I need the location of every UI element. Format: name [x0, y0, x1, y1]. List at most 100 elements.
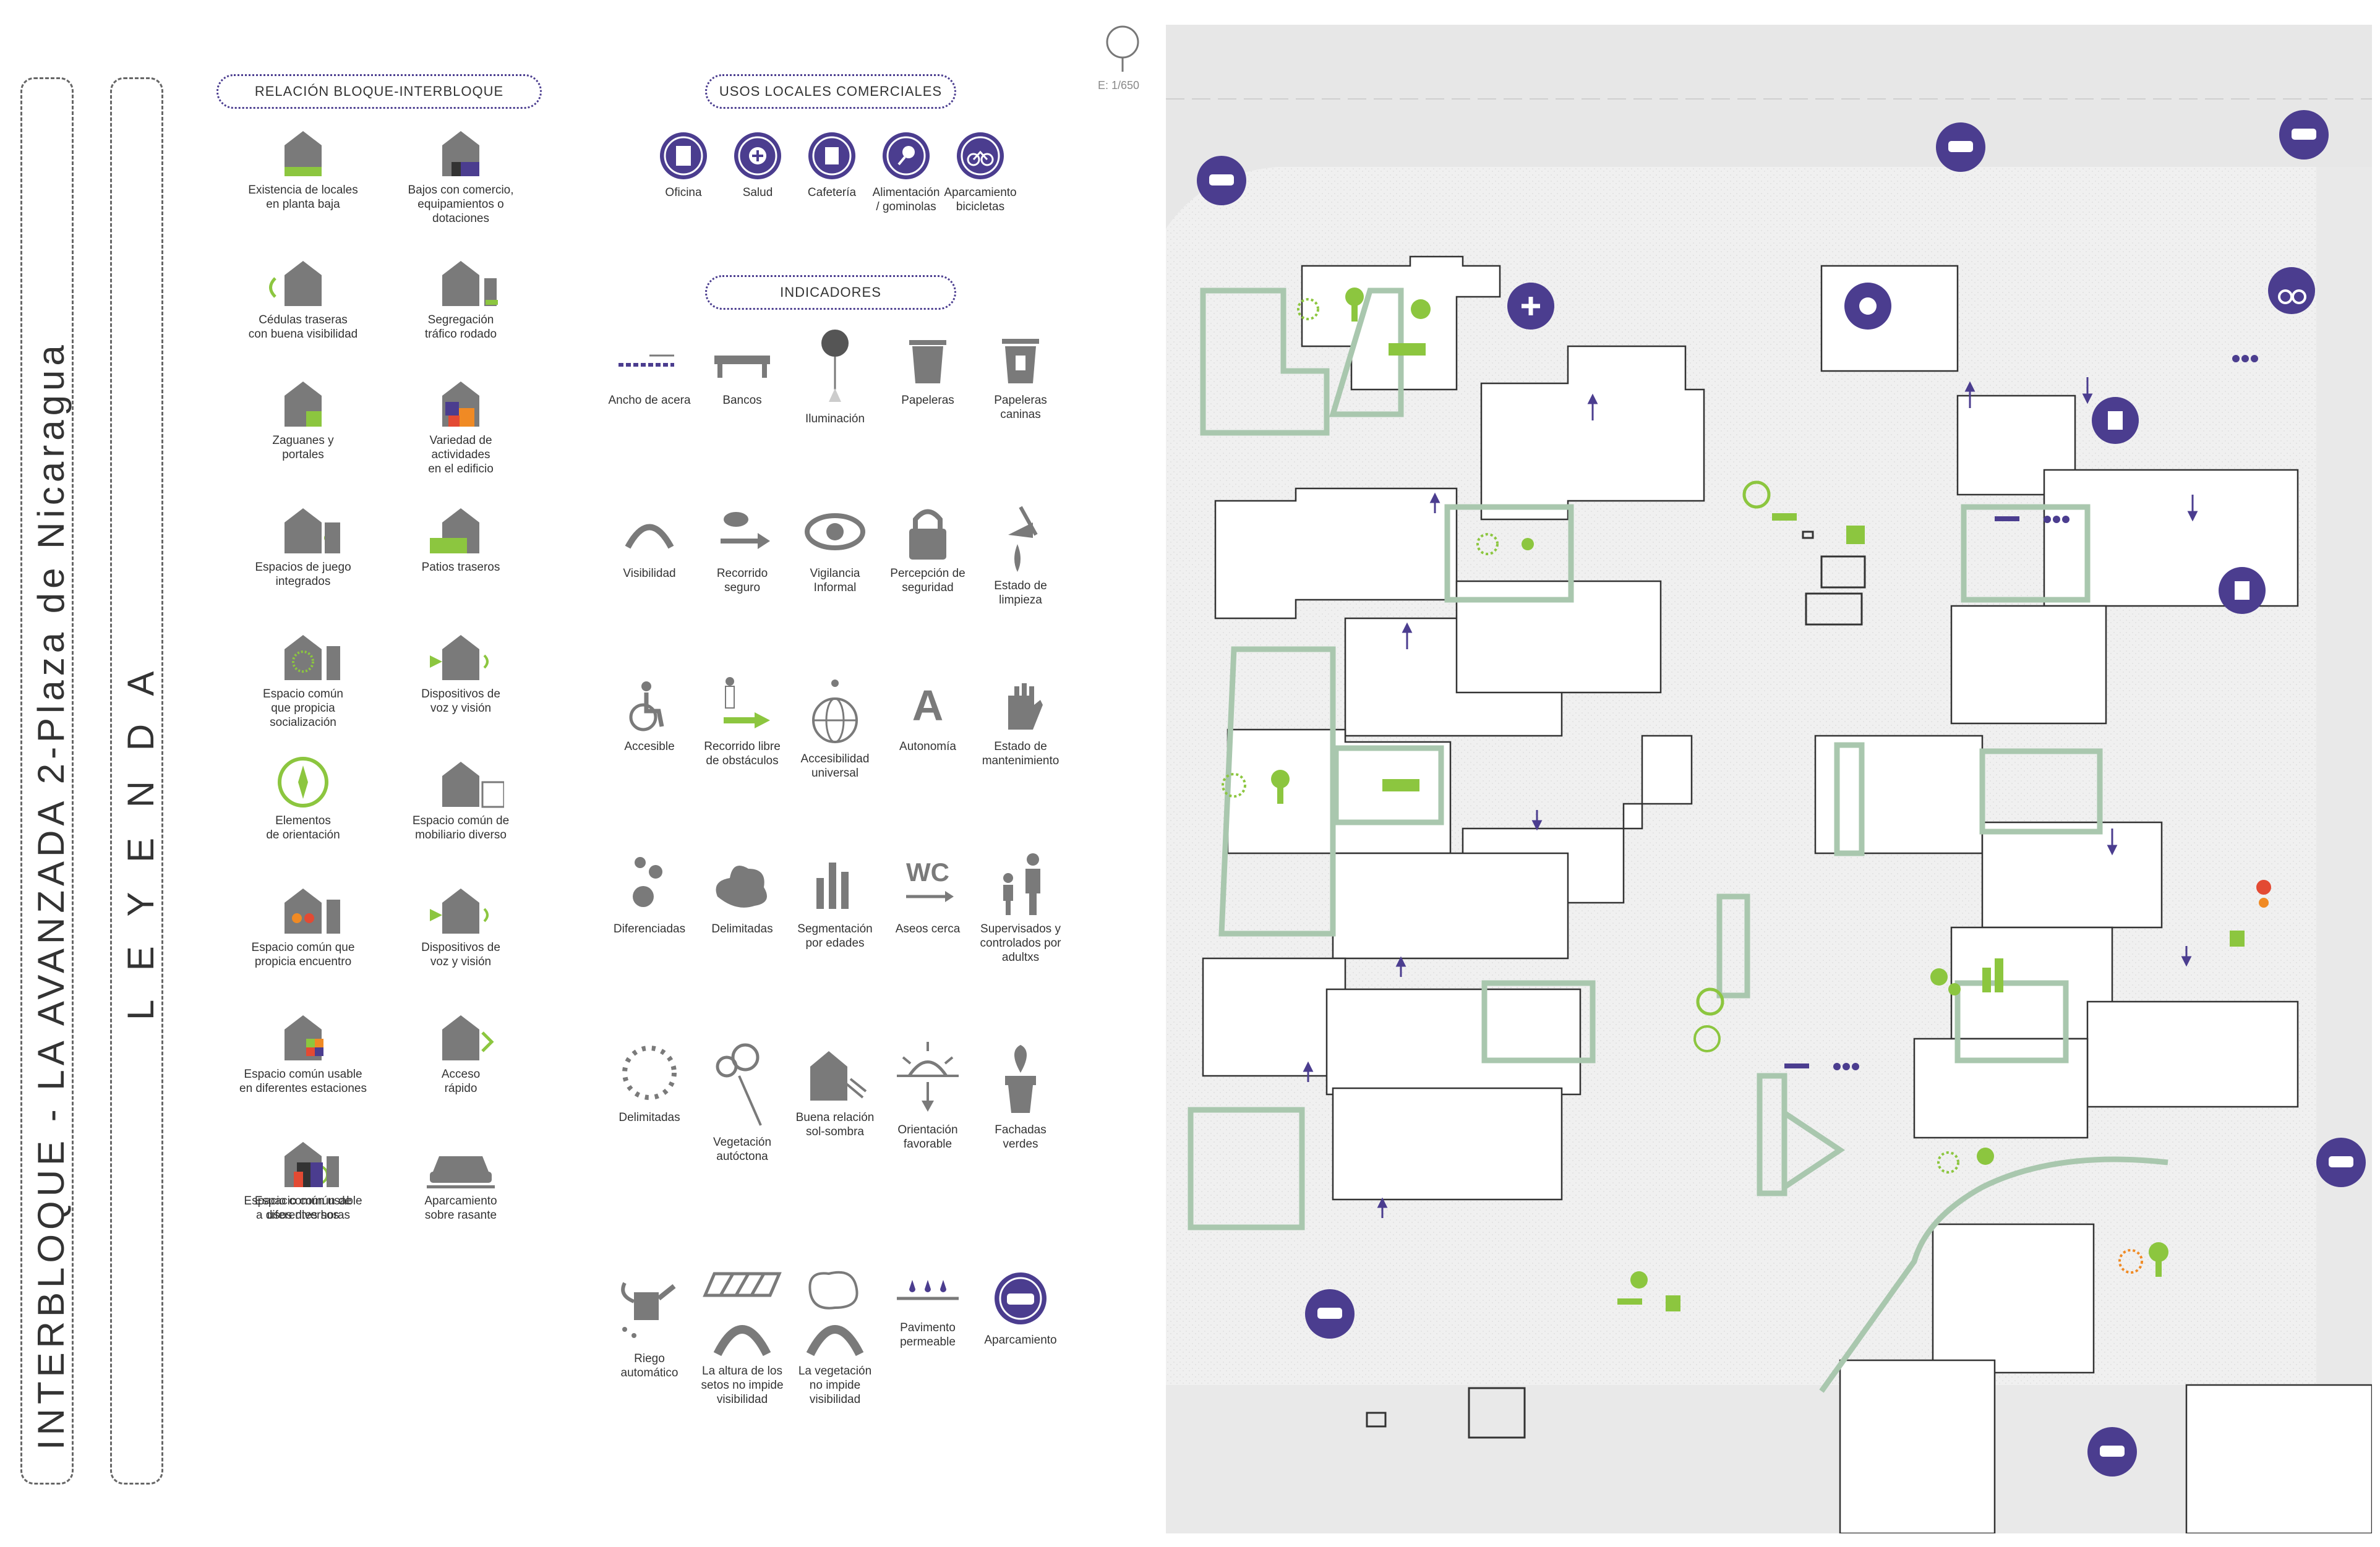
- eye-legend-item: Vigilancia Informal: [789, 501, 881, 595]
- legend-label: Estado de limpieza: [994, 579, 1047, 607]
- house-backyard-legend-item: Patios traseros: [383, 501, 538, 574]
- legend-label: Orientación favorable: [897, 1123, 958, 1151]
- free-path-legend-item: Recorrido libre de obstáculos: [696, 674, 789, 768]
- cafe-icon: [792, 130, 872, 182]
- letter-a-icon: A: [881, 674, 974, 736]
- legend-label: La altura de los setos no impide visibil…: [701, 1365, 784, 1406]
- bicycle-legend-item: Aparcamiento bicicletas: [940, 130, 1021, 214]
- legend-label: Percepción de seguridad: [890, 567, 965, 594]
- legend-label: Oficina: [665, 186, 702, 199]
- wc-legend-item: WC Aseos cerca: [881, 850, 974, 936]
- bars-icon: [789, 850, 881, 918]
- legend-label: La vegetación no impide visibilidad: [798, 1365, 872, 1406]
- car-parking-icon: [383, 1135, 538, 1190]
- sidewalk-width-icon: [603, 328, 696, 390]
- house-furniture-icon: [383, 754, 538, 810]
- permeable-pavement-legend-item: Pavimento permeable: [881, 1268, 974, 1349]
- free-path-icon: [696, 674, 789, 736]
- legend-label: Aparcamiento sobre rasante: [424, 1195, 497, 1222]
- car-parking-legend-item: Aparcamiento sobre rasante: [383, 1135, 538, 1222]
- house-uses-icon: [226, 1135, 380, 1190]
- lamp-legend-item: Iluminación: [789, 328, 881, 426]
- legend-label: Aparcamiento: [984, 1334, 1057, 1347]
- legend-label: Pavimento permeable: [900, 1321, 956, 1349]
- office-icon: [643, 130, 724, 182]
- house-uses-legend-item: Espacio común de usos diversos: [226, 1135, 380, 1222]
- house-access-legend-item: Acceso rápido: [383, 1008, 538, 1096]
- cafe-legend-item: Cafetería: [792, 130, 872, 200]
- svg-text:WC: WC: [906, 858, 949, 887]
- legend-label: Recorrido libre de obstáculos: [704, 740, 781, 767]
- vegetation-visibility-icon: [789, 1268, 881, 1360]
- bars-legend-item: Segmentación por edades: [789, 850, 881, 950]
- legend-label: Existencia de locales en planta baja: [248, 184, 358, 211]
- section-indicadores: INDICADORES: [705, 275, 956, 310]
- legend-label: Dispositivos de voz y visión: [421, 941, 500, 968]
- visibility-icon: [603, 501, 696, 563]
- sun-orientation-icon: [881, 1039, 974, 1119]
- dotted-circle-icon: [603, 1039, 696, 1107]
- house-voice-legend-item: Dispositivos de voz y visión: [383, 881, 538, 969]
- plant-native-icon: [696, 1039, 789, 1131]
- bench-icon: [696, 328, 789, 390]
- parking-car-icon: [974, 1268, 1067, 1329]
- house-play-legend-item: Espacios de juego integrados: [226, 501, 380, 589]
- family-icon: [974, 850, 1067, 918]
- house-traffic-icon: [383, 254, 538, 309]
- legend-label: Accesible: [624, 740, 675, 753]
- house-voice-legend-item: Dispositivos de voz y visión: [383, 628, 538, 715]
- house-green-base-legend-item: Existencia de locales en planta baja: [226, 124, 380, 211]
- hand-legend-item: Estado de mantenimiento: [974, 674, 1067, 768]
- house-visibility-legend-item: Cédulas traseras con buena visibilidad: [226, 254, 380, 341]
- house-visibility-icon: [226, 254, 380, 309]
- legend-label: Variedad de actividades en el edificio: [428, 434, 494, 475]
- legend-label: Aparcamiento bicicletas: [944, 186, 1017, 213]
- legend-label: Bancos: [722, 394, 762, 407]
- wheelchair-legend-item: Accesible: [603, 674, 696, 754]
- house-meeting-icon: [226, 881, 380, 937]
- legend-label: Acceso rápido: [441, 1068, 481, 1095]
- compass-legend-item: Elementos de orientación: [226, 754, 380, 842]
- legend-label: Supervisados y controlados por adultxs: [980, 923, 1061, 964]
- legend-label: Vegetación autóctona: [713, 1136, 772, 1163]
- vegetation-visibility-legend-item: La vegetación no impide visibilidad: [789, 1268, 881, 1407]
- legend-label: Espacio común que propicia socialización: [263, 688, 343, 729]
- safe-route-icon: [696, 501, 789, 563]
- dog-bin-legend-item: Papeleras caninas: [974, 328, 1067, 422]
- house-social-legend-item: Espacio común que propicia socialización: [226, 628, 380, 730]
- legend-label: Visibilidad: [623, 567, 676, 580]
- legend-label: Autonomía: [899, 740, 956, 753]
- project-title: INTERBLOQUE - LA AVANZADA 2-Plaza de Nic…: [30, 341, 72, 1450]
- house-furniture-legend-item: Espacio común de mobiliario diverso: [383, 754, 538, 842]
- bin-legend-item: Papeleras: [881, 328, 974, 407]
- legend-label: Segregación tráfico rodado: [424, 313, 497, 341]
- dots-icon: [603, 850, 696, 918]
- hand-icon: [974, 674, 1067, 736]
- legend-label: Aseos cerca: [895, 923, 961, 935]
- watering-can-icon: [603, 1268, 696, 1348]
- house-portal-legend-item: Zaguanes y portales: [226, 374, 380, 462]
- legend-label: Espacio común usable en diferentes estac…: [239, 1068, 367, 1095]
- health-legend-item: Salud: [717, 130, 798, 200]
- sun-orientation-legend-item: Orientación favorable: [881, 1039, 974, 1151]
- lamp-icon: [789, 328, 881, 408]
- legend-label: Diferenciadas: [613, 923, 686, 935]
- house-access-icon: [383, 1008, 538, 1063]
- green-facade-legend-item: Fachadas verdes: [974, 1039, 1067, 1151]
- dog-bin-icon: [974, 328, 1067, 390]
- site-map[interactable]: [1166, 25, 2372, 1533]
- sun-shade-icon: [789, 1039, 881, 1107]
- house-activities-icon: [383, 374, 538, 430]
- wc-icon: WC: [881, 850, 974, 918]
- bin-icon: [881, 328, 974, 390]
- house-mixed-base-icon: [383, 124, 538, 179]
- dotted-circle-legend-item: Delimitadas: [603, 1039, 696, 1125]
- permeable-pavement-icon: [881, 1268, 974, 1317]
- house-play-icon: [226, 501, 380, 556]
- green-facade-icon: [974, 1039, 1067, 1119]
- house-voice-icon: [383, 628, 538, 683]
- eye-icon: [789, 501, 881, 563]
- title-frame: [20, 77, 74, 1485]
- house-green-base-icon: [226, 124, 380, 179]
- legend-label: Salud: [742, 186, 773, 199]
